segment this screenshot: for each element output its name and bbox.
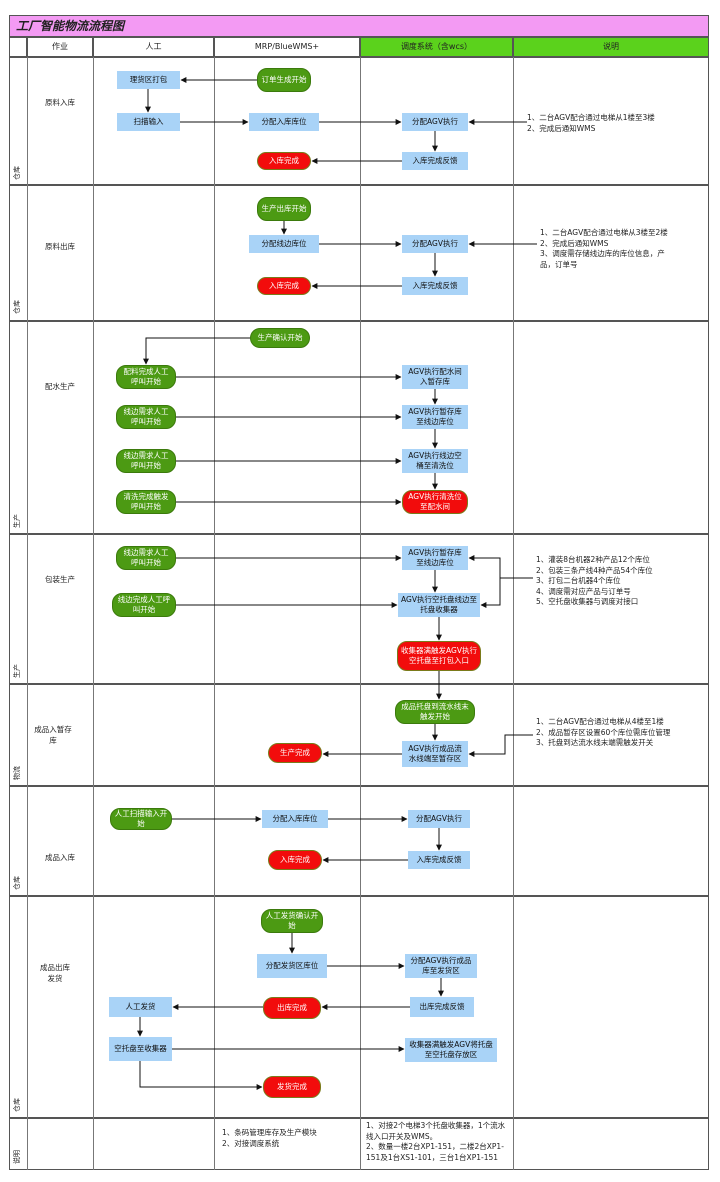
node-collector-full-trigger[interactable]: 收集器满触发AGV执行空托盘至打包入口: [397, 641, 481, 671]
dept-label: 生产: [13, 664, 21, 678]
node-manual-scan-start[interactable]: 人工扫描输入开始: [110, 808, 172, 830]
dept-label: 生产: [13, 514, 21, 528]
node-inbound-done[interactable]: 入库完成: [257, 152, 311, 170]
node-inbound-done[interactable]: 入库完成: [268, 850, 322, 870]
row-label: 成品出库发货: [40, 963, 70, 983]
node-inbound-done[interactable]: 入库完成: [257, 277, 311, 295]
lane-finished-inbound: [9, 786, 709, 896]
dept-label: 仓库: [13, 876, 21, 890]
node-outbound-done[interactable]: 出库完成: [263, 997, 321, 1019]
divider: [360, 57, 361, 1170]
dept-label: 仓库: [13, 300, 21, 314]
note-footer-scheduler: 1、对接2个电梯3个托盘收集器，1个流水线入口开关及WMS。2、数量一楼2台XP…: [366, 1121, 506, 1162]
dept-label: 说明: [13, 1150, 21, 1164]
node-agv-water-to-temp[interactable]: AGV执行配水间入暂存库: [402, 365, 468, 389]
node-agv-empty-to-wash[interactable]: AGV执行线边空桶至清洗位: [402, 449, 468, 473]
node-line-demand-call[interactable]: 线边需求人工呼叫开始: [116, 449, 176, 473]
node-inbound-feedback[interactable]: 入库完成反馈: [402, 152, 468, 170]
row-label: 原料入库: [45, 98, 75, 107]
node-line-demand-call[interactable]: 线边需求人工呼叫开始: [116, 546, 176, 570]
header-mrp: MRP/BlueWMS+: [214, 37, 360, 57]
row-label: 配水生产: [45, 382, 75, 391]
row-label: 成品入库: [45, 853, 75, 862]
node-assign-line-location[interactable]: 分配线边库位: [249, 235, 319, 253]
node-line-done-call[interactable]: 线边完成人工呼叫开始: [112, 593, 176, 617]
node-assign-location[interactable]: 分配入库库位: [262, 810, 328, 828]
node-agv-pallet-to-collector[interactable]: AGV执行空托盘线边至托盘收集器: [398, 593, 480, 617]
node-scan-input[interactable]: 扫描输入: [117, 113, 180, 131]
divider: [27, 57, 28, 1170]
row-label: 原料出库: [45, 242, 75, 251]
dept-label: 物流: [13, 766, 21, 780]
node-pack[interactable]: 理货区打包: [117, 71, 180, 89]
node-line-demand-call[interactable]: 线边需求人工呼叫开始: [116, 405, 176, 429]
header-scheduler: 调度系统（含wcs）: [360, 37, 513, 57]
header-manual: 人工: [93, 37, 214, 57]
node-inbound-feedback[interactable]: 入库完成反馈: [408, 851, 470, 869]
divider: [513, 57, 514, 1170]
node-shipping-done[interactable]: 发货完成: [263, 1076, 321, 1098]
divider: [93, 57, 94, 1170]
node-agv-wash-to-water[interactable]: AGV执行清洗位至配水间: [402, 490, 468, 514]
node-manual-ship-start[interactable]: 人工发货确认开始: [261, 909, 323, 933]
node-production-done[interactable]: 生产完成: [268, 743, 322, 763]
divider: [214, 57, 215, 1170]
dept-label: 仓库: [13, 166, 21, 180]
header-notes: 说明: [513, 37, 709, 57]
node-assign-shipping-location[interactable]: 分配发货区库位: [257, 954, 327, 978]
node-empty-pallet-to-collector[interactable]: 空托盘至收集器: [109, 1037, 172, 1061]
lane-finished-outbound: [9, 896, 709, 1118]
node-assign-agv[interactable]: 分配AGV执行: [408, 810, 470, 828]
node-agv-temp-to-line[interactable]: AGV执行暂存库至线边库位: [402, 546, 468, 570]
lane-water-production: [9, 321, 709, 534]
lane-raw-inbound: [9, 57, 709, 185]
header-task: 作业: [27, 37, 93, 57]
node-agv-finished-to-temp[interactable]: AGV执行成品流水线端至暂存区: [402, 741, 468, 767]
lane-raw-outbound: [9, 185, 709, 321]
node-batching-call[interactable]: 配料完成人工呼叫开始: [116, 365, 176, 389]
node-agv-temp-to-line[interactable]: AGV执行暂存库至线边库位: [402, 405, 468, 429]
node-pallet-end-trigger[interactable]: 成品托盘到流水线末触发开始: [395, 700, 475, 724]
diagram-title: 工厂智能物流流程图: [9, 15, 709, 37]
node-wash-done-call[interactable]: 清洗完成触发呼叫开始: [116, 490, 176, 514]
row-label: 包装生产: [45, 575, 75, 584]
node-collector-full-agv[interactable]: 收集器满触发AGV将托盘至空托盘存放区: [405, 1038, 497, 1062]
node-production-confirm-start[interactable]: 生产确认开始: [250, 328, 310, 348]
node-order-start[interactable]: 订单生成开始: [257, 68, 311, 92]
lane-finished-temp: [9, 684, 709, 786]
node-manual-shipping[interactable]: 人工发货: [109, 997, 172, 1017]
node-assign-location[interactable]: 分配入库库位: [249, 113, 319, 131]
node-outbound-feedback[interactable]: 出库完成反馈: [410, 997, 474, 1017]
node-agv-finished-to-shipping[interactable]: 分配AGV执行成品库至发货区: [405, 954, 477, 978]
node-assign-agv[interactable]: 分配AGV执行: [402, 113, 468, 131]
lane-footer-notes: [9, 1118, 709, 1170]
node-production-out-start[interactable]: 生产出库开始: [257, 197, 311, 221]
node-inbound-feedback[interactable]: 入库完成反馈: [402, 277, 468, 295]
lane-packaging: [9, 534, 709, 684]
row-label: 成品入暂存库: [34, 725, 72, 745]
node-assign-agv[interactable]: 分配AGV执行: [402, 235, 468, 253]
header-dept: [9, 37, 27, 57]
dept-label: 仓库: [13, 1098, 21, 1112]
